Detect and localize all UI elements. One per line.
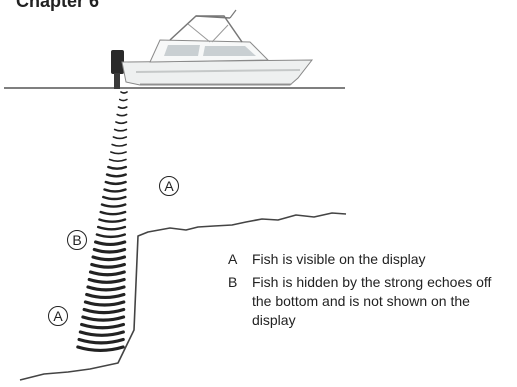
legend-row-b: B Fish is hidden by the strong echoes of… <box>228 273 513 330</box>
sonar-arc <box>115 130 127 131</box>
sonar-arc <box>89 280 124 283</box>
sonar-arc <box>83 317 124 320</box>
sonar-arc <box>99 220 125 222</box>
sonar-arc <box>105 190 126 192</box>
sonar-arc <box>110 160 126 162</box>
legend: A Fish is visible on the display B Fish … <box>228 250 513 334</box>
sonar-arc <box>111 152 126 154</box>
sonar-arc <box>97 235 125 237</box>
sonar-arc <box>82 325 124 328</box>
sonar-arc <box>118 107 126 108</box>
legend-key-a: A <box>228 250 252 269</box>
sonar-arc <box>103 197 125 199</box>
legend-row-a: A Fish is visible on the display <box>228 250 513 269</box>
sonar-arc <box>88 287 124 290</box>
legend-key-b: B <box>228 273 252 330</box>
sonar-arc <box>98 227 125 229</box>
sonar-arc <box>80 332 123 335</box>
sonar-arc <box>120 100 127 101</box>
sonar-arc <box>112 145 126 147</box>
sonar-arc <box>94 250 124 253</box>
sonar-arc <box>101 212 125 214</box>
sonar-arc <box>96 242 125 244</box>
sonar-arc <box>91 272 125 275</box>
sonar-arc <box>121 92 127 93</box>
sonar-arc <box>78 347 123 350</box>
sonar-arc <box>79 340 123 343</box>
callout-a-upper: A <box>159 176 179 196</box>
sonar-arc <box>108 167 126 169</box>
sonar-arc <box>93 257 124 260</box>
sonar-arc <box>87 295 124 298</box>
legend-text-b: Fish is hidden by the strong echoes off … <box>252 273 513 330</box>
boat-illustration <box>111 10 312 89</box>
sonar-arc <box>84 310 123 313</box>
sonar-arc <box>85 302 123 305</box>
sonar-arc <box>92 265 125 268</box>
legend-text-a: Fish is visible on the display <box>252 250 513 269</box>
callout-b: B <box>67 230 87 250</box>
callout-a-lower: A <box>48 306 68 326</box>
sonar-arc <box>117 115 126 116</box>
sonar-arc <box>107 175 126 177</box>
sonar-arc <box>106 182 126 184</box>
sonar-arc <box>102 205 125 207</box>
sonar-cone <box>78 92 127 350</box>
sonar-arc <box>113 137 126 138</box>
sonar-arc <box>116 122 127 123</box>
